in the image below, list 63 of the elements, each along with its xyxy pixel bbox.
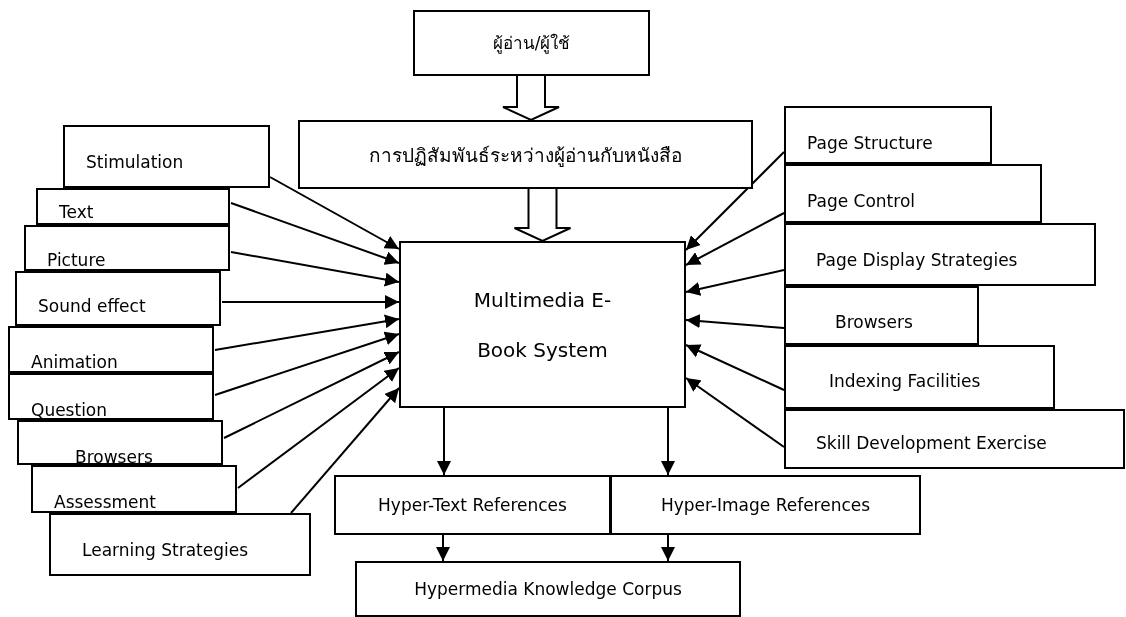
arrow (436, 534, 450, 562)
process-box (36, 188, 230, 225)
process-box (355, 561, 741, 617)
process-box (413, 10, 650, 76)
arrow (685, 314, 785, 329)
process-box (784, 164, 1042, 223)
process-box (399, 241, 686, 408)
box-label: Hypermedia Knowledge Corpus (414, 578, 682, 600)
box-label: Indexing Facilities (829, 370, 981, 392)
arrow (685, 344, 785, 391)
process-box (610, 475, 921, 535)
arrow (661, 534, 675, 562)
box-label: Picture (47, 249, 106, 271)
box-label: Page Display Strategies (816, 249, 1018, 271)
arrow (269, 176, 400, 250)
arrow (237, 367, 400, 489)
arrow (437, 407, 451, 476)
arrow (223, 351, 400, 439)
box-label: Browsers (835, 311, 913, 333)
box-label: Hyper-Text References (378, 494, 567, 516)
arrow (230, 202, 400, 265)
box-label: Sound effect (38, 295, 146, 317)
process-box (49, 513, 311, 576)
process-box (31, 465, 237, 513)
arrow (221, 295, 400, 309)
block-arrow (513, 188, 572, 243)
box-label: Browsers (75, 446, 153, 468)
process-box (784, 286, 979, 345)
process-box (17, 420, 223, 465)
box-label: Page Structure (807, 132, 933, 154)
block-arrow (502, 75, 560, 122)
box-label: Text (59, 201, 94, 223)
arrow (685, 377, 785, 448)
box-label: Stimulation (86, 151, 184, 173)
process-box (8, 373, 214, 420)
box-label: Multimedia E-Book System (472, 286, 613, 364)
box-label: Learning Strategies (82, 539, 249, 561)
process-box (784, 409, 1125, 469)
box-label: Assessment (54, 491, 156, 513)
process-box (15, 271, 221, 326)
arrow (685, 151, 785, 251)
arrow (685, 212, 785, 266)
process-box (8, 326, 214, 373)
box-label: Skill Development Exercise (816, 432, 1047, 454)
process-box (334, 475, 611, 535)
box-label: การปฏิสัมพันธ์ระหว่างผู้อ่านกับหนังสือ (369, 143, 682, 166)
box-label: Page Control (807, 190, 915, 212)
arrow (290, 387, 400, 514)
process-box (784, 345, 1055, 409)
process-box (24, 225, 230, 271)
arrow (685, 269, 785, 296)
box-label: Question (31, 399, 108, 421)
process-box (298, 120, 753, 189)
process-box (784, 106, 992, 164)
process-box (63, 125, 270, 188)
arrow (230, 251, 400, 287)
arrow (214, 314, 400, 351)
box-label: Hyper-Image References (660, 494, 871, 516)
arrow (214, 331, 400, 396)
process-box (784, 223, 1096, 286)
arrow (661, 407, 675, 476)
box-label: Animation (31, 351, 118, 373)
box-label: ผู้อ่าน/ผู้ใช้ (492, 32, 571, 54)
